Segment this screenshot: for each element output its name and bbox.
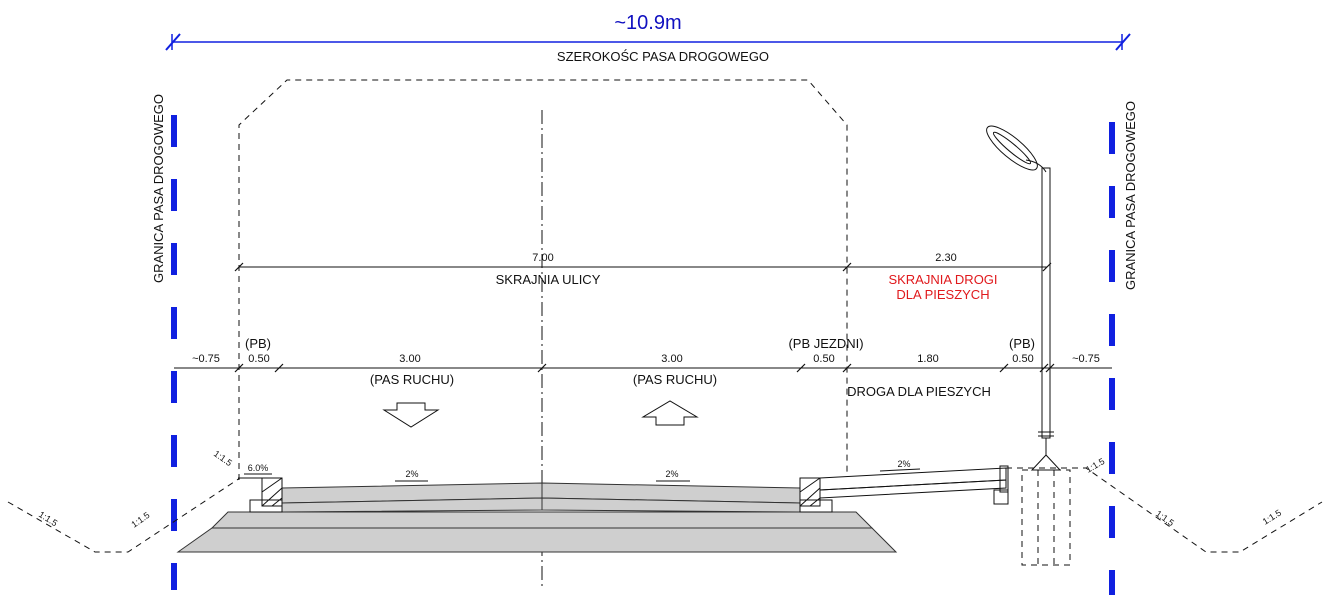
overall-width-dimension: ~10.9m SZEROKOŚC PASA DROGOWEGO bbox=[165, 12, 1131, 64]
shoulder-slope-label: 6.0% bbox=[248, 463, 269, 473]
embankment-slope-label-4: 1:1.5 bbox=[1084, 456, 1106, 475]
lane-left-slope-label: 2% bbox=[405, 469, 418, 479]
direction-arrow-down bbox=[382, 402, 440, 428]
ped-clearance-value: 2.30 bbox=[935, 252, 956, 264]
embankment-slope-label-5: 1:1.5 bbox=[1154, 508, 1176, 528]
sidewalk-label: DROGA DLA PIESZYCH bbox=[847, 384, 991, 399]
pb-road-tag: (PB JEZDNI) bbox=[788, 336, 863, 351]
right-boundary: GRANICA PASA DROGOWEGO bbox=[1109, 101, 1138, 595]
street-clearance-value: 7.00 bbox=[532, 252, 553, 264]
ped-clearance-label-line1: SKRAJNIA DROGI bbox=[888, 272, 997, 287]
pb-left-value: 0.50 bbox=[248, 353, 269, 365]
left-margin-value: ~0.75 bbox=[192, 353, 220, 365]
overall-width-description: SZEROKOŚC PASA DROGOWEGO bbox=[557, 49, 769, 64]
sidewalk-value: 1.80 bbox=[917, 353, 938, 365]
pavement-structure bbox=[176, 465, 1009, 553]
street-clearance-envelope bbox=[238, 79, 848, 480]
pb-right-value: 0.50 bbox=[1012, 353, 1033, 365]
lane-right-slope-label: 2% bbox=[665, 469, 678, 479]
embankment-slope-label-6: 1:1.5 bbox=[1261, 508, 1283, 527]
right-boundary-label: GRANICA PASA DROGOWEGO bbox=[1123, 101, 1138, 290]
segment-dimension: ~0.75 (PB) 0.50 3.00 (PAS RUCHU) 3.00 (P… bbox=[174, 336, 1112, 399]
direction-arrow-up bbox=[641, 400, 699, 426]
lane-right-value: 3.00 bbox=[661, 353, 682, 365]
street-lamp bbox=[986, 125, 1071, 566]
lane-right-label: (PAS RUCHU) bbox=[633, 372, 717, 387]
ground-profile bbox=[7, 467, 1323, 553]
pb-left-tag: (PB) bbox=[245, 336, 271, 351]
pb-road-value: 0.50 bbox=[813, 353, 834, 365]
left-boundary: GRANICA PASA DROGOWEGO bbox=[151, 94, 177, 590]
sidewalk-slope-label: 2% bbox=[897, 459, 910, 469]
embankment-slope-label-3: 1:1.5 bbox=[129, 510, 151, 530]
embankment-slope-label-1: 1:1.5 bbox=[212, 448, 234, 468]
overall-width-label: ~10.9m bbox=[614, 12, 681, 34]
right-margin-value: ~0.75 bbox=[1072, 353, 1100, 365]
lane-left-value: 3.00 bbox=[399, 353, 420, 365]
left-boundary-label: GRANICA PASA DROGOWEGO bbox=[151, 94, 166, 283]
street-clearance-label: SKRAJNIA ULICY bbox=[496, 272, 601, 287]
ped-clearance-label-line2: DLA PIESZYCH bbox=[896, 287, 989, 302]
pb-right-tag: (PB) bbox=[1009, 336, 1035, 351]
clearance-dimension: 7.00 SKRAJNIA ULICY 2.30 SKRAJNIA DROGI … bbox=[234, 252, 1052, 302]
lane-left-label: (PAS RUCHU) bbox=[370, 372, 454, 387]
